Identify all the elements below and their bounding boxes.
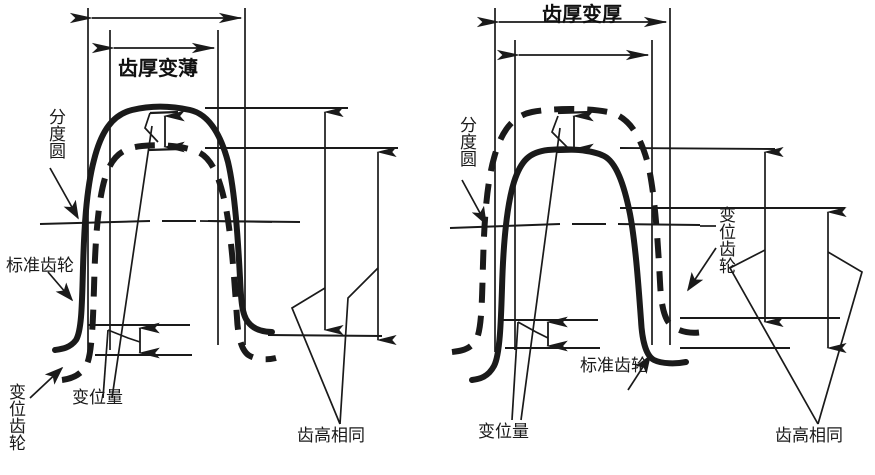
right-shifted-gear-leader xyxy=(687,247,717,292)
left-tip-leader xyxy=(144,112,159,143)
left-same-height-leader-b xyxy=(339,267,379,425)
left-root-shift-leader xyxy=(107,329,141,343)
left-panel-title: 齿厚变薄 xyxy=(118,56,198,80)
left-standard-gear-profile xyxy=(52,103,275,353)
right-same-tooth-height-label: 齿高相同 xyxy=(775,426,843,446)
right-panel-group xyxy=(449,8,864,425)
right-tip-leader xyxy=(551,115,569,149)
left-tip-shift-tick-bottom xyxy=(147,147,181,152)
right-same-height-leader-a xyxy=(728,249,819,425)
left-same-height-leader-a xyxy=(290,287,341,425)
right-shift-amount-leader-lower xyxy=(511,321,519,421)
right-standard-gear-leader xyxy=(627,354,651,391)
right-same-height-leader-b xyxy=(817,251,864,425)
right-panel-title: 齿厚变厚 xyxy=(542,2,622,26)
left-shift-amount-label: 变位量 xyxy=(72,388,123,408)
right-shifted-gear-profile xyxy=(451,106,703,355)
right-standard-gear-label: 标准齿轮 xyxy=(580,356,648,376)
left-shift-amount-leader-upper xyxy=(111,125,153,399)
left-bottom-ref-line-right xyxy=(267,334,383,337)
left-shift-amount-leader-lower xyxy=(102,329,109,399)
right-shift-amount-label: 变位量 xyxy=(478,422,529,442)
left-pitch-circle-label: 分度圆 xyxy=(45,108,65,159)
left-standard-gear-label: 标准齿轮 xyxy=(6,256,74,276)
right-tip-shift-tick-top xyxy=(557,110,591,115)
right-root-shift-leader xyxy=(517,321,549,339)
left-panel-group xyxy=(29,8,398,425)
right-tip-shift-tick-bottom xyxy=(555,149,593,154)
right-pitch-circle-label: 分度圆 xyxy=(456,116,476,167)
left-shifted-gear-profile xyxy=(61,142,277,383)
left-shifted-gear-leader xyxy=(29,366,64,399)
left-tip-shift-tick-top xyxy=(149,110,179,115)
left-same-tooth-height-label: 齿高相同 xyxy=(297,426,365,446)
right-shifted-gear-label: 变位齿轮 xyxy=(715,206,735,274)
right-shift-amount-leader-upper xyxy=(520,127,561,421)
left-shifted-gear-label: 变位齿轮 xyxy=(5,383,25,451)
left-standard-gear-leader xyxy=(47,271,74,302)
right-pitch-circle-leader xyxy=(461,179,487,226)
left-pitch-circle-leader xyxy=(49,167,79,220)
